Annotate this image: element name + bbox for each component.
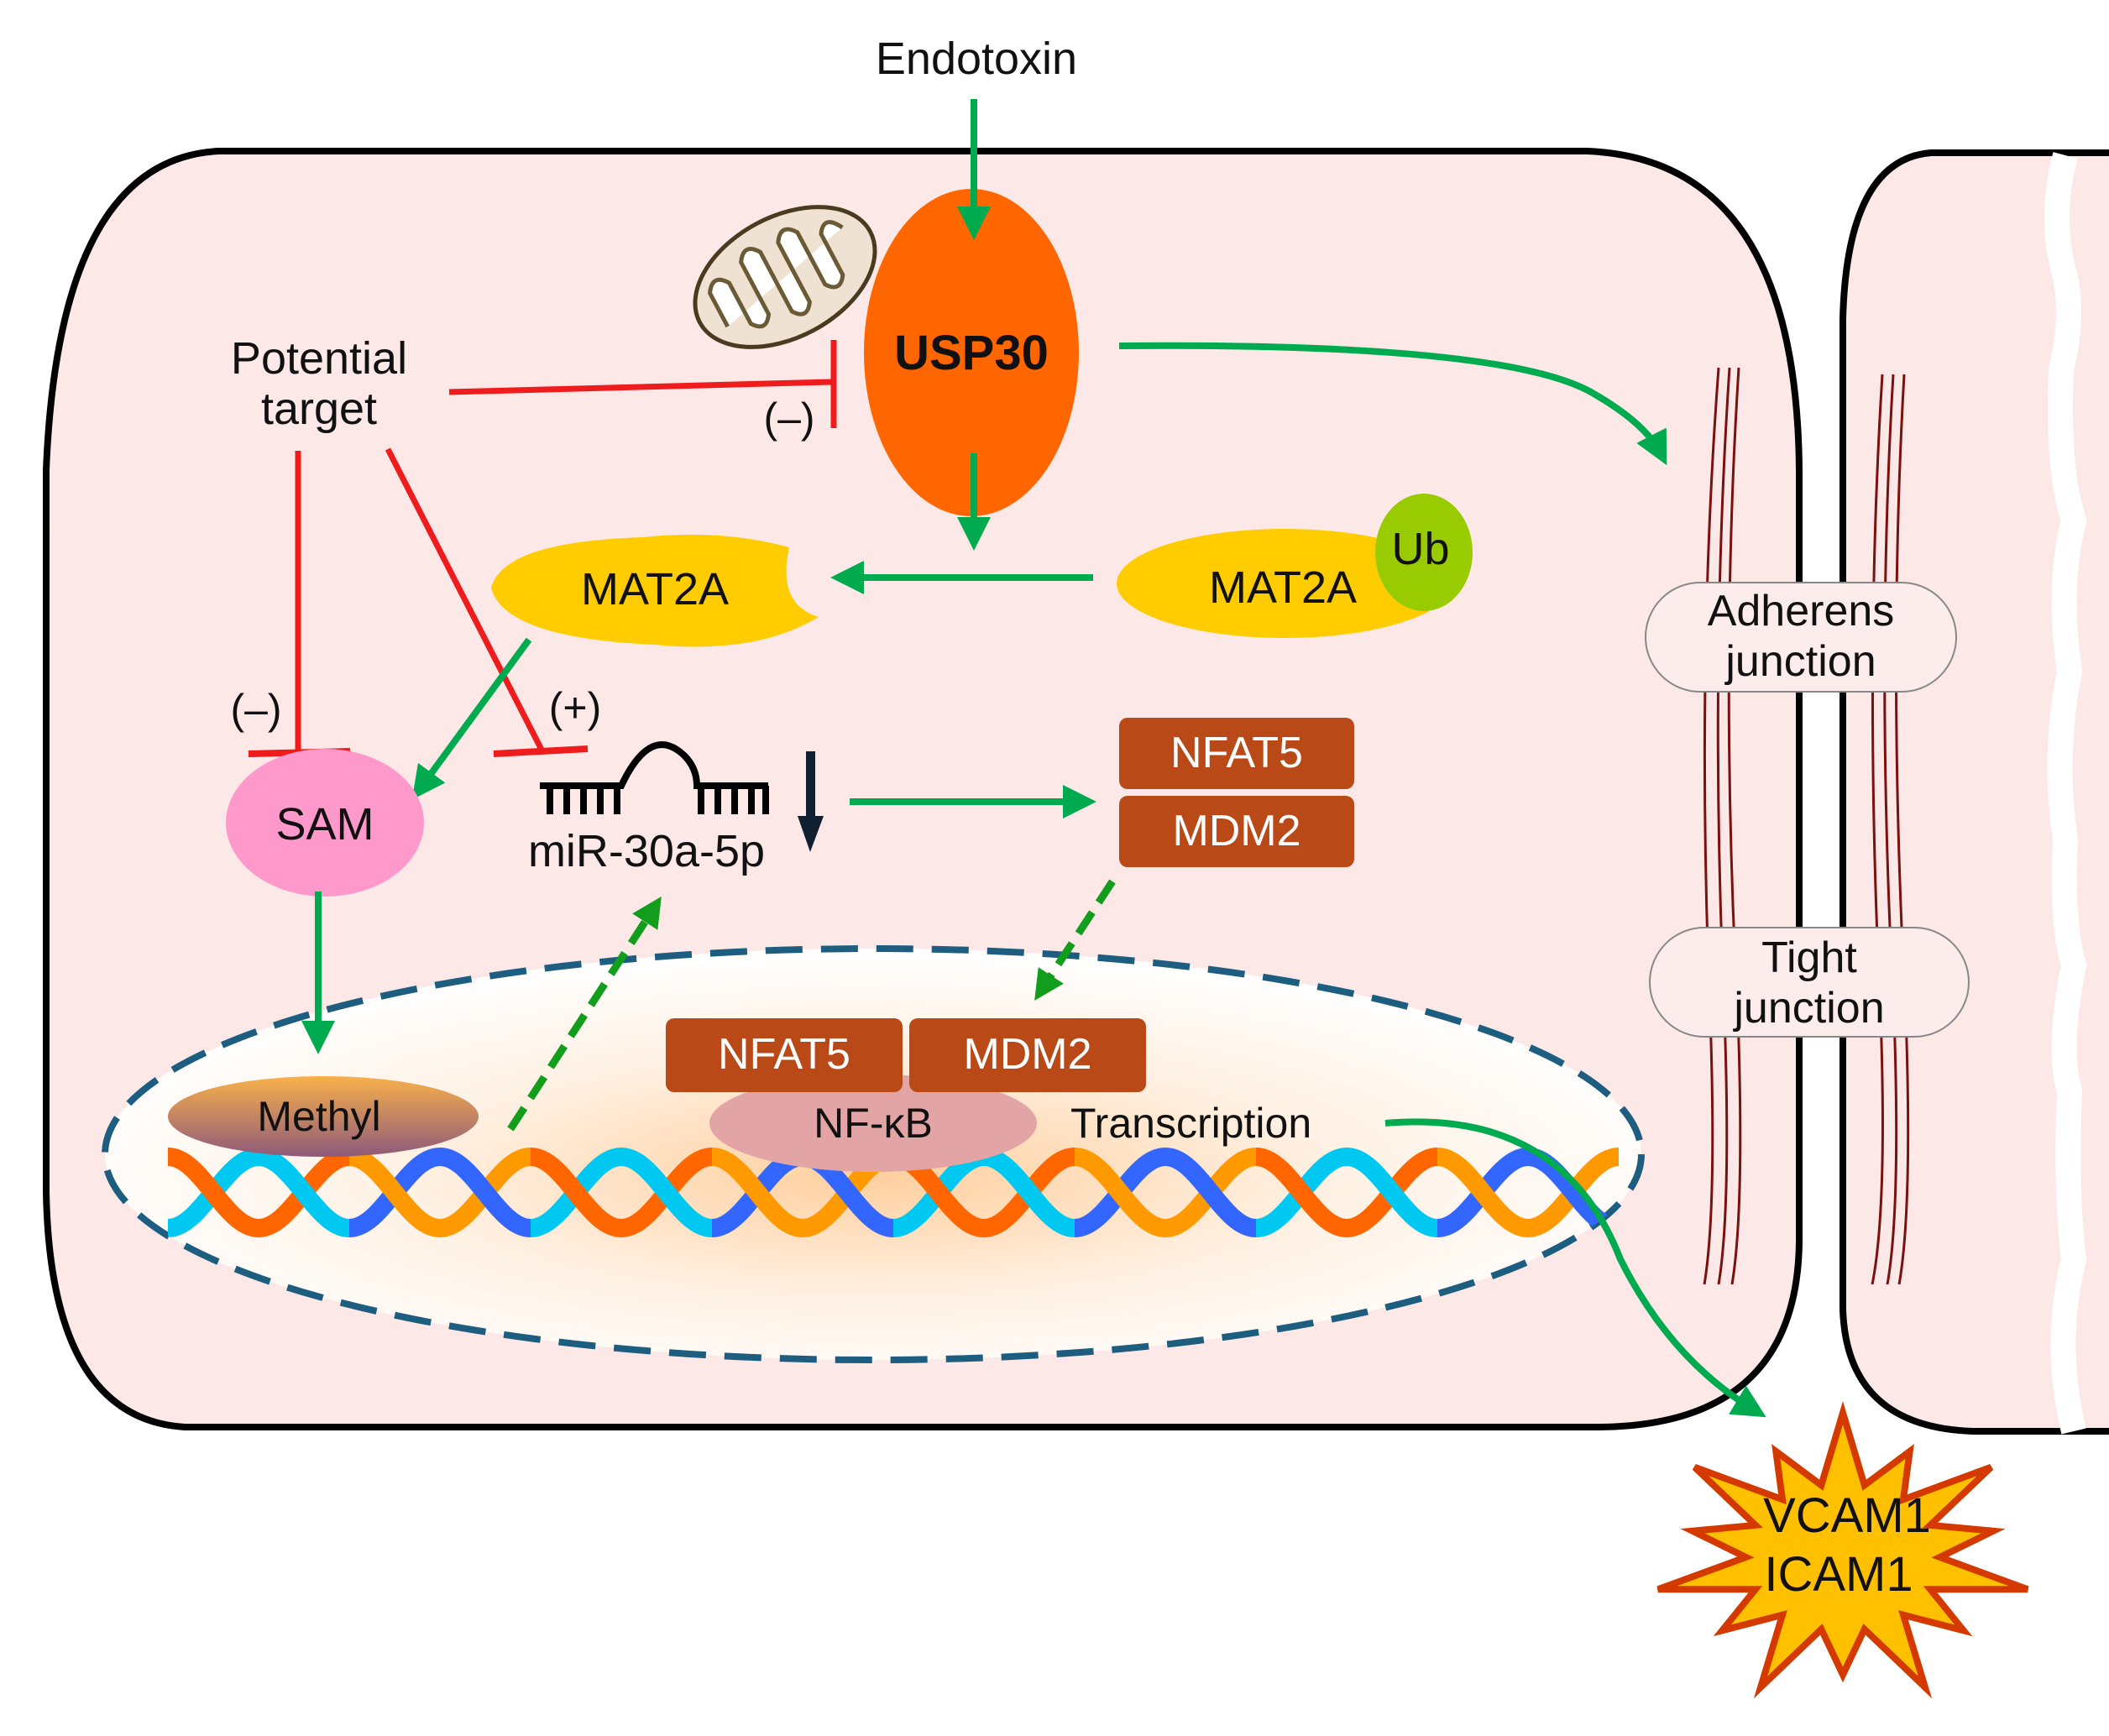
endotoxin-label: Endotoxin (876, 34, 1077, 84)
potential-target-label-1: Potential (231, 333, 407, 384)
dna-strand-segment (982, 1148, 1076, 1237)
mdm2-nuclear (909, 1018, 1146, 1092)
potential-target-label-2: target (261, 384, 377, 434)
nfkb (709, 1075, 1037, 1172)
mat2a-free (491, 534, 819, 647)
sam-label: SAM (275, 799, 374, 850)
mir-label: miR-30a-5p (528, 826, 765, 876)
ub-label: Ub (1391, 524, 1449, 574)
plus-sign-mir: (+) (549, 684, 602, 731)
adherens-junction (1645, 582, 1957, 693)
tight-label-1: Tight (1761, 933, 1857, 982)
inhibit-target-usp30 (448, 379, 832, 395)
tight-junction (1649, 927, 1970, 1038)
dna-strand-segment (1345, 1148, 1439, 1237)
nfat5-nuclear-label: NFAT5 (718, 1030, 850, 1079)
dna-strand-segment (348, 1148, 442, 1237)
mitochondrion-icon (693, 205, 877, 349)
nfat5-nuclear (666, 1018, 903, 1092)
dna-helix (166, 1148, 1620, 1237)
neighbor-cell (1839, 149, 2109, 1435)
vcam-icam-burst (1656, 1401, 2029, 1699)
junction-fibers-left (1703, 367, 1742, 1285)
mat2a-free-label: MAT2A (581, 564, 729, 614)
minus-sign-usp30: (–) (763, 395, 814, 442)
adherens-label-2: junction (1724, 637, 1876, 686)
mat2a-ubiquitinated (1117, 529, 1452, 638)
decrease-arrow-icon (798, 751, 824, 852)
mat2a-ub-label: MAT2A (1209, 562, 1357, 613)
nfat5-cyto-label: NFAT5 (1170, 729, 1303, 777)
dna-strand-segment (1254, 1148, 1348, 1237)
adherens-label-1: Adherens (1708, 587, 1895, 635)
mdm2-cytoplasmic (1119, 796, 1354, 867)
ubiquitin (1375, 494, 1473, 611)
methyl-label: Methyl (257, 1093, 380, 1140)
dashed-arrow-dna-mir (507, 896, 662, 1132)
usp30 (864, 189, 1079, 516)
arrow-mat2a-sam (411, 637, 532, 800)
arrow-usp30-junction (1118, 342, 1667, 466)
inhibit-bar-mir (493, 745, 589, 757)
arrow-transcription-vcam (1384, 1118, 1766, 1418)
icam1-label: ICAM1 (1764, 1547, 1913, 1602)
transcription-label: Transcription (1070, 1100, 1311, 1147)
minus-sign-sam: (–) (230, 686, 281, 733)
mdm2-cyto-label: MDM2 (1172, 807, 1300, 855)
dna-strand-segment (257, 1148, 351, 1237)
junction-fibers-right (1871, 374, 1910, 1285)
usp30-label: USP30 (894, 326, 1049, 380)
dna-strand-segment (529, 1148, 623, 1237)
dna-strand-segment (620, 1148, 714, 1237)
mirna-hairpin-icon (540, 741, 769, 814)
inhibit-target-mir (385, 447, 545, 751)
dna-strand-segment (1436, 1148, 1530, 1237)
dna-strand-segment (710, 1148, 804, 1237)
nfat5-cytoplasmic (1119, 718, 1354, 789)
neighbor-cell-edge (2044, 152, 2087, 1435)
dna-strand-segment (1164, 1148, 1258, 1237)
tight-label-2: junction (1732, 984, 1884, 1033)
methyl-group (168, 1076, 479, 1157)
mdm2-nuclear-label: MDM2 (963, 1030, 1091, 1079)
sam (226, 749, 424, 897)
dna-strand-segment (1073, 1148, 1167, 1237)
dna-strand-segment (166, 1148, 260, 1237)
nfkb-label: NF-κB (814, 1100, 933, 1147)
dna-strand-segment (438, 1148, 532, 1237)
dashed-arrow-nfat5-nucleus (1034, 879, 1116, 1001)
vcam1-label: VCAM1 (1763, 1488, 1931, 1543)
